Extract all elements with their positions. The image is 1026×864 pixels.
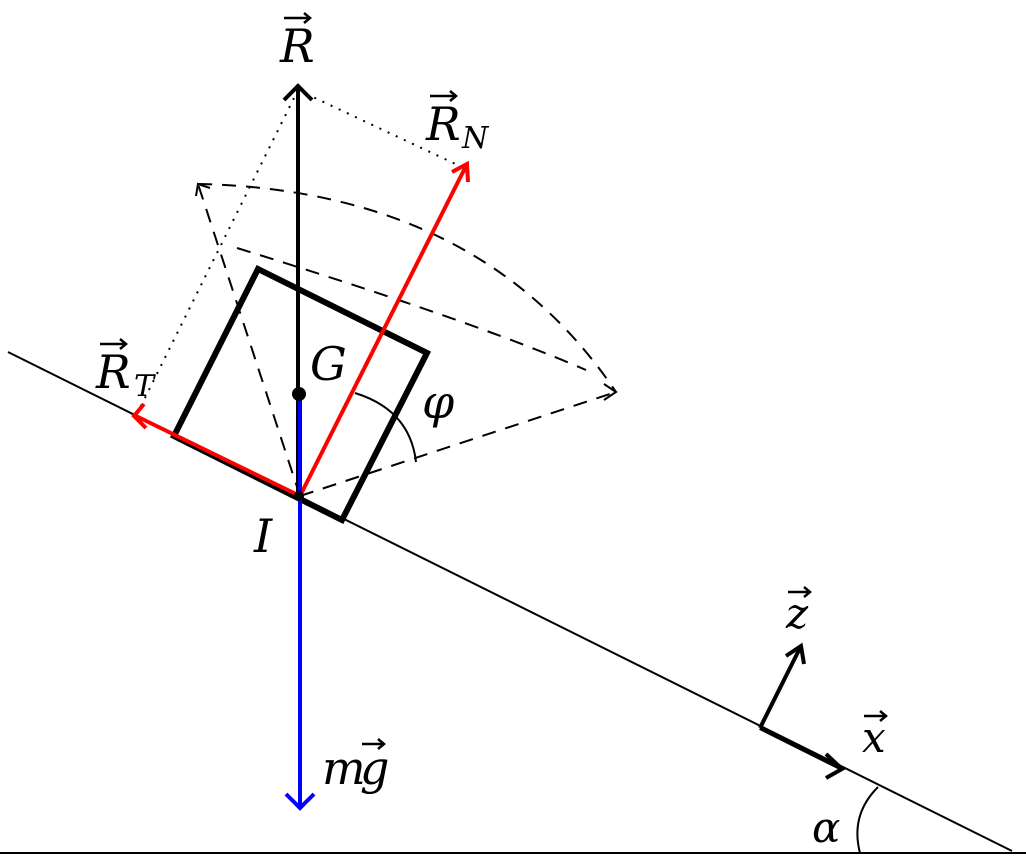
weight-arrow-mg	[284, 394, 316, 811]
label-G: G	[310, 337, 347, 391]
label-RN: R N	[425, 90, 490, 156]
block	[169, 264, 432, 525]
label-RT: R T	[95, 338, 156, 404]
label-R: R	[279, 12, 315, 73]
label-RN-subscript: N	[461, 121, 490, 156]
angle-alpha-arc	[856, 786, 879, 854]
parallelogram-construction	[135, 89, 465, 417]
label-phi: φ	[422, 375, 455, 429]
center-of-mass-point	[292, 387, 306, 401]
axis-z-arrow	[758, 642, 806, 729]
label-alpha: α	[812, 803, 840, 852]
label-mg-m: m	[322, 741, 366, 795]
normal-arrow-RN	[298, 160, 470, 497]
label-mg-g: g	[360, 741, 389, 795]
label-RT-text: R	[95, 345, 131, 399]
friction-cone	[197, 183, 617, 497]
label-x: x	[862, 710, 888, 762]
tangential-arrow-RT	[131, 402, 301, 498]
label-I: I	[253, 509, 273, 563]
label-RT-subscript: T	[134, 369, 156, 404]
contact-point	[294, 491, 304, 501]
cone-tip-markers	[195, 182, 618, 401]
label-mg: m g	[322, 738, 389, 795]
label-RN-text: R	[425, 97, 461, 151]
label-x-text: x	[862, 713, 886, 762]
angle-phi-arc	[354, 392, 417, 463]
label-z: z	[785, 586, 812, 638]
axis-x-arrow	[759, 726, 846, 780]
label-R-text: R	[279, 19, 315, 73]
